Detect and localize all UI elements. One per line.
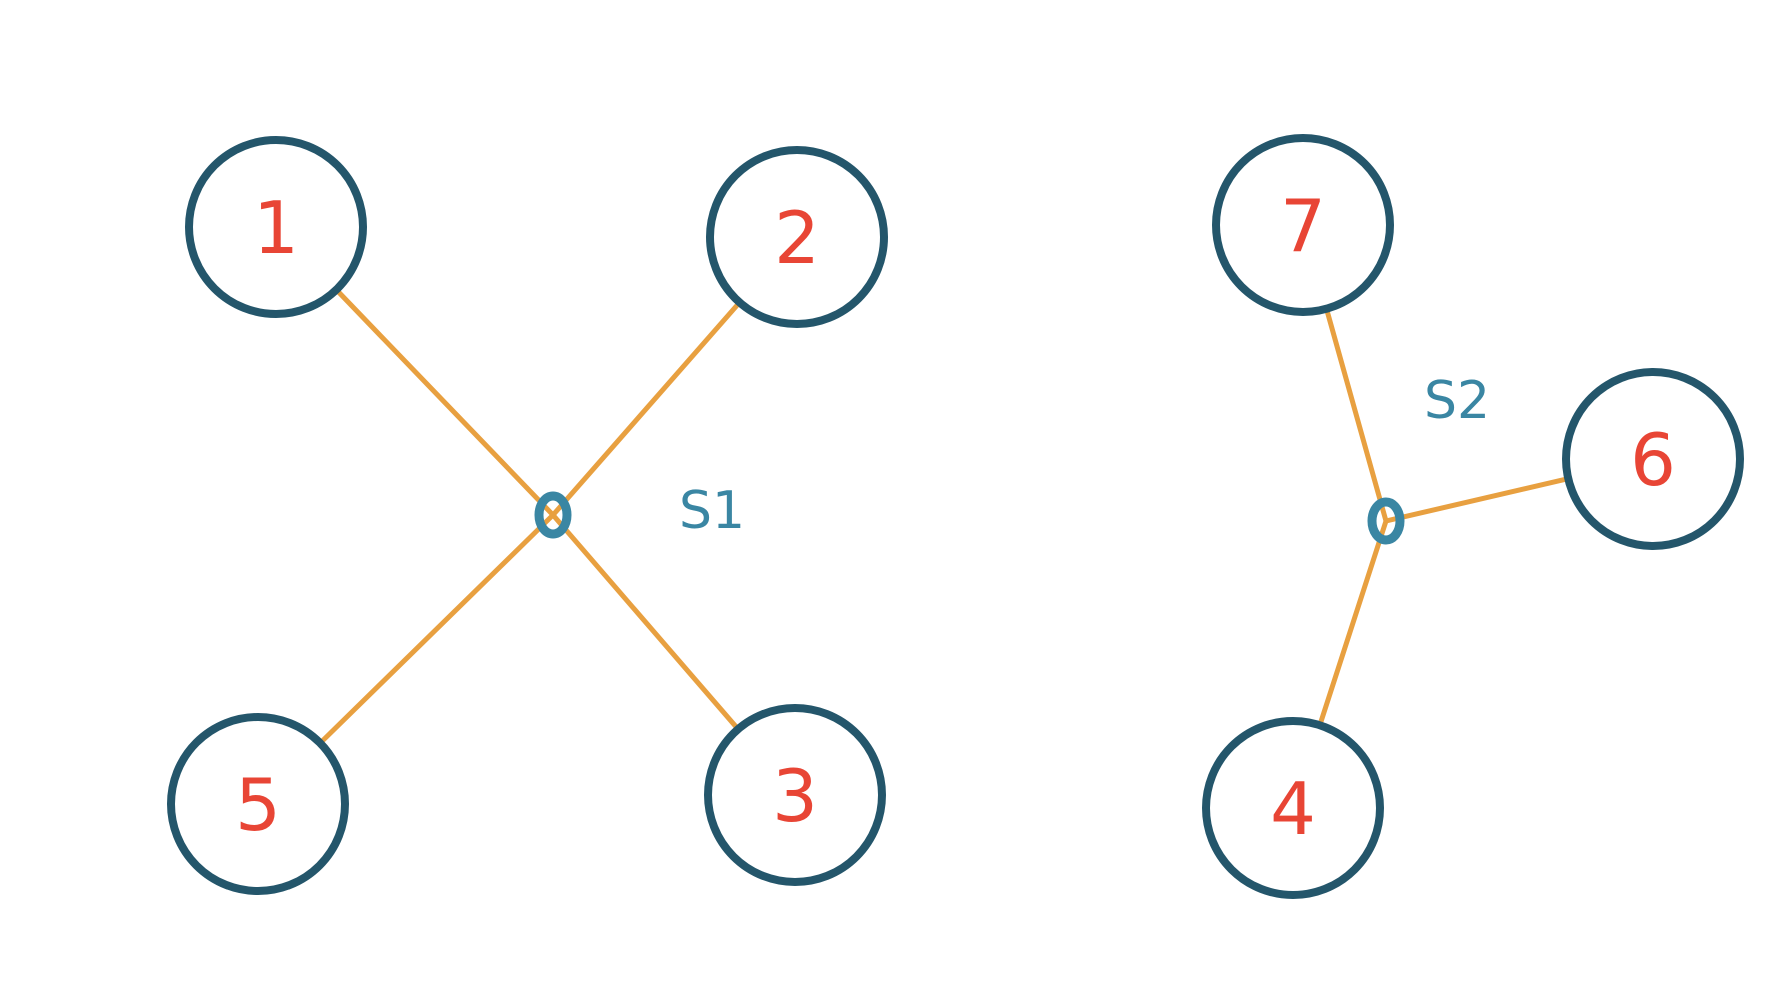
node-label: 2	[774, 196, 820, 280]
edge-s1-node-3	[550, 512, 742, 734]
node-circle	[1562, 368, 1744, 550]
edge-s1-node-2	[550, 298, 744, 518]
node-circle	[1212, 134, 1394, 316]
node-label: 7	[1280, 184, 1326, 268]
node-circle	[706, 146, 888, 328]
edge-s2-node-7	[1323, 304, 1389, 524]
switch-label-s2: S2	[1424, 371, 1490, 431]
node-circle	[1202, 717, 1384, 899]
node-4: 4	[1202, 717, 1384, 899]
node-1: 1	[185, 136, 367, 318]
node-circle	[167, 713, 349, 895]
node-circle	[185, 136, 367, 318]
switch-s1-hub	[534, 491, 572, 539]
node-label: 6	[1630, 418, 1676, 502]
node-label: 4	[1270, 767, 1316, 851]
node-label: 3	[772, 754, 818, 838]
switch-s2-hub	[1367, 497, 1405, 545]
node-5: 5	[167, 713, 349, 895]
edge-s1-node-1	[332, 285, 556, 518]
node-label: 5	[235, 763, 281, 847]
edge-s1-node-5	[316, 512, 556, 748]
edge-s2-node-4	[1316, 518, 1389, 730]
node-2: 2	[706, 146, 888, 328]
node-3: 3	[704, 704, 886, 886]
node-6: 6	[1562, 368, 1744, 550]
node-circle	[704, 704, 886, 886]
node-7: 7	[1212, 134, 1394, 316]
edge-s2-node-6	[1383, 475, 1573, 524]
node-label: 1	[253, 186, 299, 270]
switch-label-s1: S1	[679, 481, 745, 541]
